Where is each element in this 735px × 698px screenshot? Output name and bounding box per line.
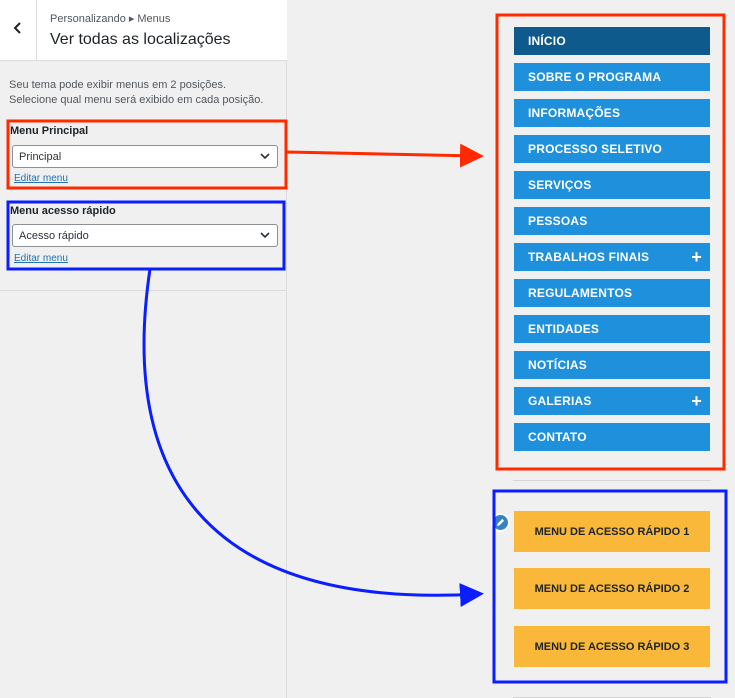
menu-item-pessoas[interactable]: PESSOAS — [514, 207, 710, 235]
quick-access-button-3[interactable]: MENU DE ACESSO RÁPIDO 3 — [514, 626, 710, 667]
menu-item-label: NOTÍCIAS — [528, 358, 587, 372]
panel-header: Personalizando▸Menus Ver todas as locali… — [0, 0, 287, 61]
location-label-quick: Menu acesso rápido — [10, 205, 116, 217]
chevron-down-icon — [259, 151, 271, 164]
menu-item-servicos[interactable]: SERVIÇOS — [514, 171, 710, 199]
menu-item-contato[interactable]: CONTATO — [514, 423, 710, 451]
pencil-icon[interactable] — [491, 513, 510, 532]
select-value: Principal — [19, 150, 62, 163]
menu-item-label: SERVIÇOS — [528, 178, 592, 192]
menu-item-label: TRABALHOS FINAIS — [528, 250, 650, 264]
menu-item-galerias[interactable]: GALERIAS + — [514, 387, 710, 415]
quick-access-button-1[interactable]: MENU DE ACESSO RÁPIDO 1 — [514, 511, 710, 552]
breadcrumb-current: Menus — [137, 13, 171, 25]
menu-item-noticias[interactable]: NOTÍCIAS — [514, 351, 710, 379]
breadcrumb-separator: ▸ — [128, 13, 135, 25]
expand-plus-icon[interactable]: + — [691, 391, 702, 411]
menu-item-label: REGULAMENTOS — [528, 286, 633, 300]
expand-plus-icon[interactable]: + — [691, 247, 702, 267]
quick-access-label: MENU DE ACESSO RÁPIDO 2 — [534, 582, 690, 595]
menu-item-label: PROCESSO SELETIVO — [528, 142, 663, 156]
edit-main-menu-link[interactable]: Editar menu — [14, 173, 68, 184]
panel-title: Ver todas as localizações — [50, 31, 231, 48]
chevron-left-icon — [13, 21, 23, 40]
menu-item-label: PESSOAS — [528, 214, 588, 228]
main-menu-select[interactable]: Principal — [12, 145, 278, 168]
menu-item-entidades[interactable]: ENTIDADES — [514, 315, 710, 343]
menu-item-label: SOBRE O PROGRAMA — [528, 70, 662, 84]
menu-item-regulamentos[interactable]: REGULAMENTOS — [514, 279, 710, 307]
menu-item-label: GALERIAS — [528, 394, 592, 408]
preview-divider — [513, 480, 711, 481]
menu-item-sobre-o-programa[interactable]: SOBRE O PROGRAMA — [514, 63, 710, 91]
select-value: Acesso rápido — [19, 229, 89, 242]
edit-quick-menu-link[interactable]: Editar menu — [14, 253, 68, 264]
panel-description: Seu tema pode exibir menus em 2 posições… — [9, 79, 264, 106]
customizer-panel: Personalizando▸Menus Ver todas as locali… — [0, 0, 287, 698]
menu-item-label: ENTIDADES — [528, 322, 600, 336]
menu-item-trabalhos-finais[interactable]: TRABALHOS FINAIS + — [514, 243, 710, 271]
menu-item-label: INÍCIO — [528, 34, 566, 48]
location-label-main: Menu Principal — [10, 125, 89, 137]
menu-item-inicio[interactable]: INÍCIO — [514, 27, 710, 55]
menu-item-informacoes[interactable]: INFORMAÇÕES — [514, 99, 710, 127]
menu-item-label: INFORMAÇÕES — [528, 106, 621, 120]
menu-item-processo-seletivo[interactable]: PROCESSO SELETIVO — [514, 135, 710, 163]
panel-divider — [0, 290, 287, 291]
breadcrumb: Personalizando▸Menus — [50, 12, 170, 25]
breadcrumb-parent: Personalizando — [50, 13, 126, 25]
chevron-down-icon — [259, 230, 271, 243]
arrow-main — [286, 143, 484, 168]
quick-access-label: MENU DE ACESSO RÁPIDO 3 — [534, 640, 690, 653]
back-button[interactable] — [0, 0, 37, 60]
quick-access-label: MENU DE ACESSO RÁPIDO 1 — [534, 525, 690, 538]
quick-menu-select[interactable]: Acesso rápido — [12, 224, 278, 247]
quick-access-button-2[interactable]: MENU DE ACESSO RÁPIDO 2 — [514, 568, 710, 609]
menu-item-label: CONTATO — [528, 430, 587, 444]
